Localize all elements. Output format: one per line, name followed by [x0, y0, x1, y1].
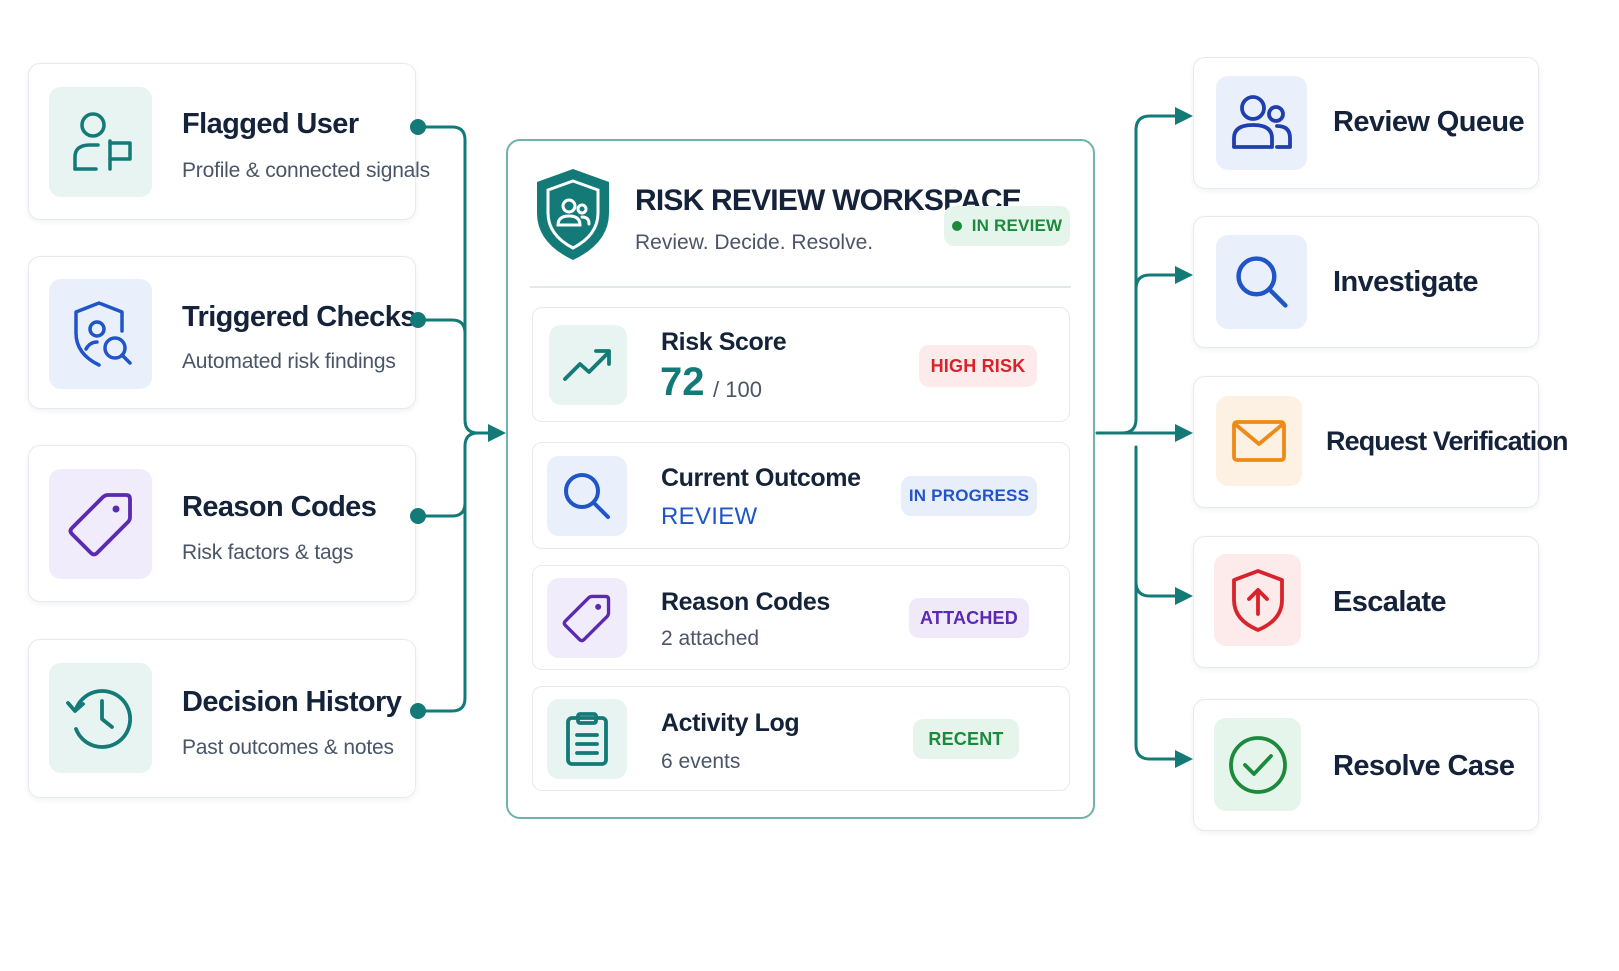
connector-dot: [410, 703, 426, 719]
row-title: Current Outcome: [661, 464, 861, 492]
input-subtitle: Profile & connected signals: [182, 159, 430, 182]
users-tile: [1216, 76, 1307, 170]
trend-tile: [549, 325, 627, 405]
arrowhead: [488, 424, 506, 442]
connector-dot: [410, 508, 426, 524]
activity-log-row[interactable]: Activity Log 6 events RECENT: [532, 686, 1070, 791]
arrowhead: [1175, 587, 1193, 605]
row-title: Risk Score: [661, 328, 787, 356]
row-value: 2 attached: [661, 627, 760, 650]
connector-dot: [410, 119, 426, 135]
action-investigate[interactable]: Investigate: [1193, 216, 1539, 348]
tag-icon: [562, 594, 611, 643]
action-resolve-case[interactable]: Resolve Case: [1193, 699, 1539, 831]
input-card-decision-history[interactable]: Decision History Past outcomes & notes: [28, 639, 416, 798]
shield-users-icon: [537, 169, 609, 260]
clipboard-tile: [547, 699, 627, 779]
action-review-queue[interactable]: Review Queue: [1193, 57, 1539, 189]
history-tile: [49, 663, 152, 773]
input-title: Reason Codes: [182, 491, 377, 523]
history-clock-icon: [65, 689, 132, 749]
arrowhead: [1175, 750, 1193, 768]
recent-badge: RECENT: [913, 719, 1019, 759]
arrowhead: [1175, 107, 1193, 125]
workspace-status-badge: IN REVIEW: [944, 206, 1070, 246]
check-circle-icon: [1228, 735, 1287, 794]
risk-score-row[interactable]: Risk Score 72 / 100 HIGH RISK: [532, 307, 1070, 422]
action-escalate[interactable]: Escalate: [1193, 536, 1539, 668]
search-icon: [564, 473, 610, 519]
input-subtitle: Past outcomes & notes: [182, 736, 394, 759]
high-risk-badge: HIGH RISK: [919, 345, 1037, 387]
input-title: Flagged User: [182, 108, 359, 140]
risk-score-value: 72: [660, 360, 705, 404]
input-card-triggered-checks[interactable]: Triggered Checks Automated risk findings: [28, 256, 416, 409]
current-outcome-row[interactable]: Current Outcome REVIEW IN PROGRESS: [532, 442, 1070, 549]
action-label: Review Queue: [1333, 106, 1525, 138]
shield-arrow-up-icon: [1231, 569, 1284, 632]
input-card-reason-codes[interactable]: Reason Codes Risk factors & tags: [28, 445, 416, 602]
search-tile: [547, 456, 627, 536]
input-title: Triggered Checks: [182, 301, 416, 333]
in-progress-badge: IN PROGRESS: [901, 476, 1037, 516]
shield-search-icon: [73, 301, 132, 367]
users-icon: [1231, 95, 1292, 149]
tag-tile: [547, 578, 627, 658]
input-card-flagged-user[interactable]: Flagged User Profile & connected signals: [28, 63, 430, 220]
search-tile: [1216, 235, 1307, 329]
user-flag-tile: [49, 87, 152, 197]
attached-badge: ATTACHED: [909, 598, 1029, 638]
workspace-subtitle: Review. Decide. Resolve.: [635, 231, 874, 254]
action-label: Escalate: [1333, 586, 1447, 618]
arrowhead: [1175, 424, 1193, 442]
workspace-divider: [530, 286, 1071, 288]
action-label: Resolve Case: [1333, 750, 1515, 782]
outcome-value: REVIEW: [661, 503, 758, 530]
input-title: Decision History: [182, 686, 402, 718]
input-subtitle: Automated risk findings: [182, 350, 396, 373]
shield-tile: [1214, 554, 1301, 646]
row-title: Reason Codes: [661, 588, 830, 616]
action-request-verification[interactable]: Request Verification: [1193, 376, 1568, 508]
trend-up-icon: [563, 349, 611, 381]
action-label: Request Verification: [1326, 426, 1568, 456]
arrowhead: [1175, 266, 1193, 284]
status-text: IN REVIEW: [971, 216, 1063, 235]
shield-search-tile: [49, 279, 152, 389]
clipboard-icon: [566, 712, 608, 766]
row-value: 6 events: [661, 750, 741, 773]
status-dot: [951, 221, 962, 231]
connector-dot: [410, 312, 426, 328]
reason-codes-row[interactable]: Reason Codes 2 attached ATTACHED: [532, 565, 1070, 670]
input-subtitle: Risk factors & tags: [182, 541, 354, 564]
check-tile: [1214, 718, 1301, 811]
mail-tile: [1216, 396, 1302, 486]
row-title: Activity Log: [661, 709, 800, 737]
action-label: Investigate: [1333, 266, 1479, 298]
mail-icon: [1232, 420, 1286, 462]
tag-icon: [68, 493, 132, 557]
tag-tile: [49, 469, 152, 579]
risk-score-max: / 100: [713, 377, 762, 402]
user-flag-icon: [72, 112, 132, 171]
search-icon: [1235, 256, 1288, 308]
